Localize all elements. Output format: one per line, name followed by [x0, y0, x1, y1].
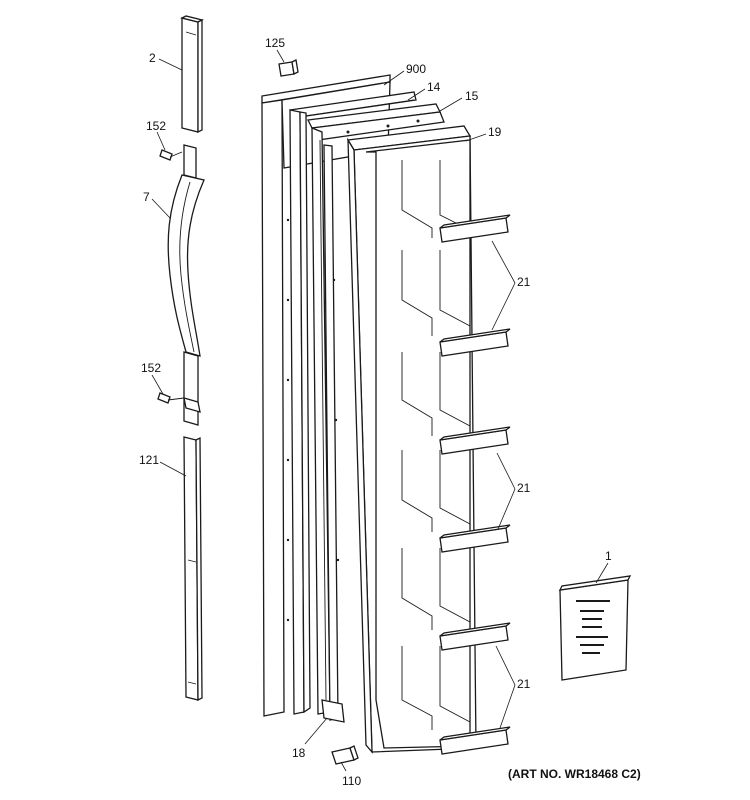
callout-18: 18: [292, 746, 306, 760]
callout-21-top: 21: [517, 275, 531, 289]
callout-labels: 125 900 2 14 15 152 19 7 21 152 121 21 1…: [139, 36, 641, 788]
part-18-liner-strip: [321, 144, 345, 723]
callout-7: 7: [143, 190, 150, 204]
callout-152-top: 152: [146, 119, 166, 133]
callout-900: 900: [406, 62, 426, 76]
part-152-screw-top: [159, 149, 183, 161]
part-125-cap: [278, 59, 299, 77]
part-15-liner: [307, 103, 445, 715]
part-2-top-trim: [180, 15, 204, 134]
callout-19: 19: [488, 125, 502, 139]
callout-21-bottom: 21: [517, 677, 531, 691]
shelf-bar: [439, 426, 511, 455]
callout-15: 15: [465, 89, 479, 103]
part-1-manual: [558, 575, 632, 681]
part-7-handle: [167, 144, 205, 426]
shelf-bar: [439, 622, 511, 651]
part-110-clip: [331, 745, 359, 765]
callout-152-bottom: 152: [141, 361, 161, 375]
part-121-bottom-trim: [183, 436, 203, 702]
shelf-bar: [439, 524, 511, 553]
callout-14: 14: [427, 80, 441, 94]
art-number: (ART NO. WR18468 C2): [508, 767, 641, 781]
shelf-bar: [439, 214, 511, 243]
callout-121: 121: [139, 453, 159, 467]
part-21-shelf-bars: [439, 214, 511, 755]
part-14-gasket: [289, 91, 417, 715]
shelf-bar: [439, 328, 511, 357]
shelf-bar: [439, 726, 511, 755]
leader-lines: [151, 49, 609, 772]
callout-1: 1: [605, 549, 612, 563]
callout-2: 2: [149, 51, 156, 65]
callout-125: 125: [265, 36, 285, 50]
part-152-screw-bottom: [157, 392, 185, 404]
callout-110: 110: [342, 774, 361, 788]
part-19-inner-liner: [346, 125, 477, 754]
callout-21-middle: 21: [517, 481, 531, 495]
